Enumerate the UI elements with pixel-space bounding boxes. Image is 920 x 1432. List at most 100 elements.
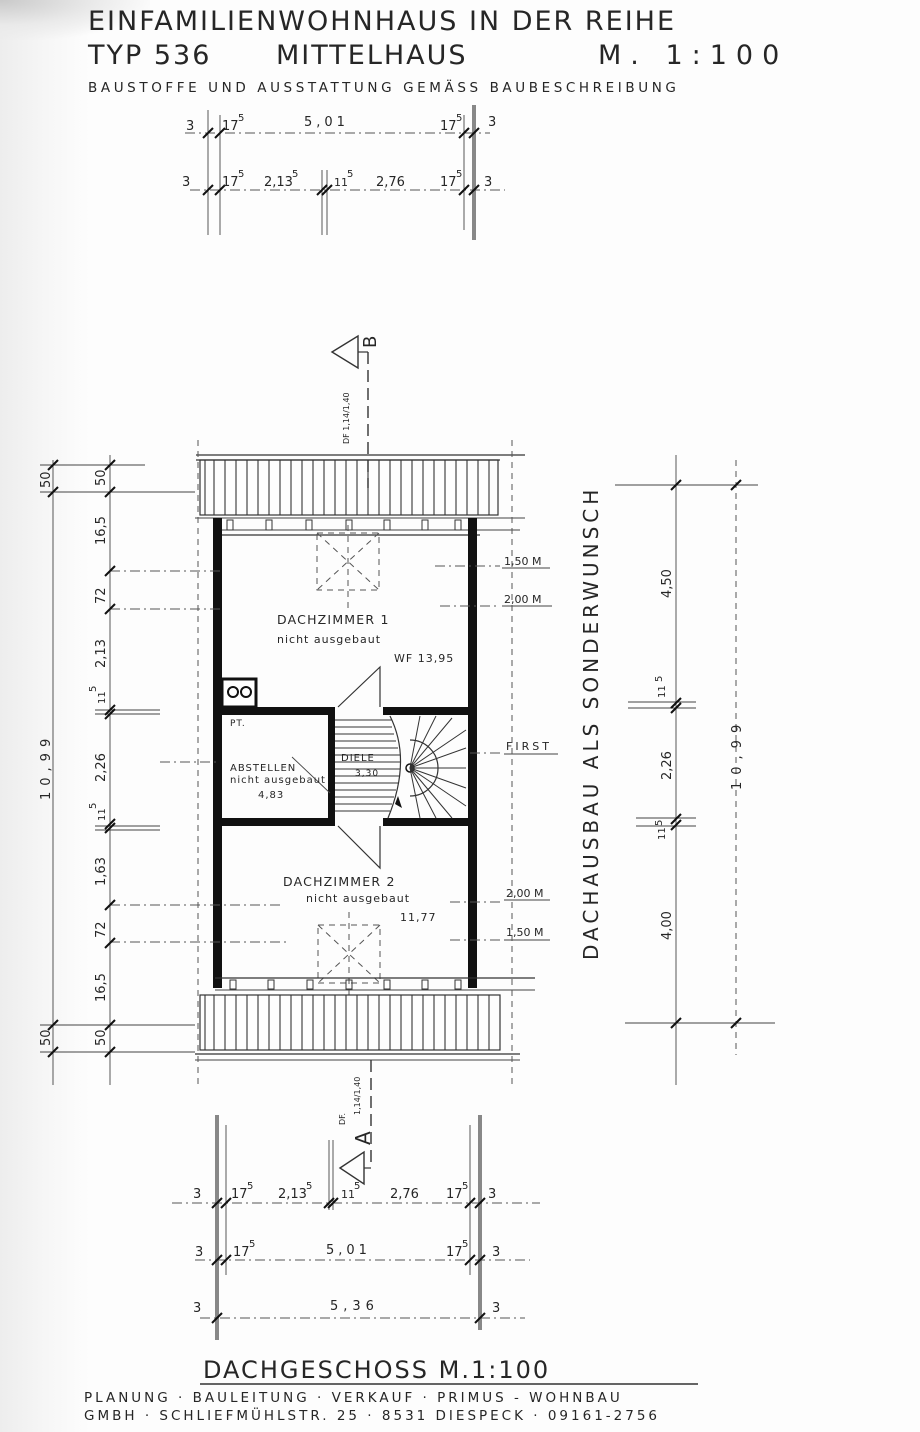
dim-text: 17 xyxy=(222,119,239,134)
dachausbau-label: DACHAUSBAU ALS SONDERWUNSCH xyxy=(579,486,603,960)
dim-text: 2,13 xyxy=(278,1187,307,1202)
dim-text: 2,76 xyxy=(376,175,405,190)
dim-sup: 5 xyxy=(238,113,244,124)
dim-sup: 5 xyxy=(88,686,99,692)
room-area: WF 13,95 xyxy=(394,652,454,665)
dim-sup: 5 xyxy=(654,676,665,682)
stair-direction-arrow-icon xyxy=(395,796,402,808)
height-marks: 1,50 M 2,00 M FIRST 2,00 M 1,50 M xyxy=(110,555,558,943)
dim-text: 3 xyxy=(492,1245,500,1260)
dim-text: 3 xyxy=(193,1187,201,1202)
dim-text: 50 xyxy=(94,1029,109,1046)
dim-text: 17 xyxy=(222,175,239,190)
dim-text: 11 xyxy=(657,685,668,698)
dim-text: 2,13 xyxy=(94,639,109,668)
staircase xyxy=(291,665,467,870)
skylight-bottom xyxy=(317,912,381,1000)
bottom-dimensions: 3 17 5 2,13 5 11 5 2,76 17 5 3 3 17 5 5,… xyxy=(172,1115,540,1340)
dim-text: 50 xyxy=(39,1029,54,1046)
room-name-abstellen: ABSTELLEN xyxy=(230,763,296,774)
dim-sup: 5 xyxy=(249,1239,255,1250)
dim-text: 11 xyxy=(334,176,348,189)
dim-text: 3 xyxy=(186,119,194,134)
footer: DACHGESCHOSS M.1:100 PLANUNG · BAULEITUN… xyxy=(84,1356,698,1424)
dim-text: 17 xyxy=(233,1245,250,1260)
dim-sup: 5 xyxy=(456,113,462,124)
eaves-top xyxy=(195,454,525,536)
room-code: PT. xyxy=(230,719,246,729)
dim-text: 5,01 xyxy=(326,1243,371,1258)
dim-text: 3 xyxy=(484,175,492,190)
dim-text: 17 xyxy=(446,1245,463,1260)
scan-corner-shadow xyxy=(0,0,150,40)
paper-shadow xyxy=(0,0,90,1432)
dim-text: 4,00 xyxy=(660,911,675,940)
dim-text: 3 xyxy=(195,1245,203,1260)
room-status: nicht ausgebaut xyxy=(277,633,381,646)
dim-text: 17 xyxy=(231,1187,248,1202)
dim-text: 3 xyxy=(488,115,496,130)
dim-text: 11 xyxy=(97,691,108,704)
eaves-bottom xyxy=(195,440,535,1085)
dim-text: 3 xyxy=(488,1187,496,1202)
height-label: 2,00 M xyxy=(506,887,543,900)
dim-text: 2,13 xyxy=(264,175,293,190)
dim-text: 3 xyxy=(492,1301,500,1316)
dim-text: 10,99 xyxy=(730,718,745,790)
dim-text: 2,76 xyxy=(390,1187,419,1202)
section-letter: B xyxy=(360,336,381,348)
dim-text: 72 xyxy=(94,921,109,938)
company-line-1: PLANUNG · BAULEITUNG · VERKAUF · PRIMUS … xyxy=(84,1390,623,1406)
dim-sup: 5 xyxy=(462,1181,468,1192)
left-dimensions: 50 10,99 50 50 16,5 72 2,13 11 5 2,26 11… xyxy=(39,455,195,1085)
header: EINFAMILIENWOHNHAUS IN DER REIHE TYP 536… xyxy=(87,6,788,96)
dim-text: 50 xyxy=(39,471,54,488)
room-area: 11,77 xyxy=(400,911,437,924)
section-note: DF. xyxy=(338,1113,347,1125)
room-status: nicht ausgebaut xyxy=(306,892,410,905)
top-dimensions: 3 17 5 5,01 17 5 3 3 17 5 2,13 5 11 5 2,… xyxy=(182,105,505,240)
dim-text: 2,26 xyxy=(660,751,675,780)
room-area: 3,30 xyxy=(355,769,379,779)
room-name-dachzimmer-2: DACHZIMMER 2 xyxy=(283,874,396,889)
dim-text: 50 xyxy=(94,469,109,486)
section-note: 1,14/1,40 xyxy=(353,1077,362,1115)
dim-text: 17 xyxy=(446,1187,463,1202)
right-side: DACHAUSBAU ALS SONDERWUNSCH 4,50 11 5 2,… xyxy=(579,455,775,1085)
dim-text: 3 xyxy=(193,1301,201,1316)
dim-text: 11 xyxy=(657,827,668,840)
title-type: TYP 536 xyxy=(87,40,211,71)
title-scale: M. 1:100 xyxy=(598,40,788,71)
dim-sup: 5 xyxy=(306,1181,312,1192)
subtitle: BAUSTOFFE UND AUSSTATTUNG GEMÄSS BAUBESC… xyxy=(88,78,679,96)
dim-text: 17 xyxy=(440,175,457,190)
dim-sup: 5 xyxy=(292,169,298,180)
dim-text: 1,63 xyxy=(94,857,109,886)
height-label: 1,50 M xyxy=(506,926,543,939)
dim-text: 16,5 xyxy=(94,516,109,545)
dim-text: 11 xyxy=(341,1188,355,1201)
section-letter: A xyxy=(351,1131,375,1145)
dim-sup: 5 xyxy=(462,1239,468,1250)
dim-text: 72 xyxy=(94,587,109,604)
room-name-dachzimmer-1: DACHZIMMER 1 xyxy=(277,612,390,627)
dim-text: 17 xyxy=(440,119,457,134)
dim-text: 16,5 xyxy=(94,973,109,1002)
dim-sup: 5 xyxy=(354,1181,360,1192)
skylight-top xyxy=(316,525,380,610)
section-note: DF 1,14/1,40 xyxy=(342,392,351,444)
first-label: FIRST xyxy=(506,740,552,753)
dim-text: 4,50 xyxy=(660,569,675,598)
dim-sup: 5 xyxy=(347,169,353,180)
section-arrow-icon xyxy=(330,334,359,370)
dim-text: 5,36 xyxy=(330,1299,379,1314)
section-marker-a: A DF. 1,14/1,40 xyxy=(338,1060,375,1186)
dim-sup: 5 xyxy=(654,820,665,826)
title-line-1: EINFAMILIENWOHNHAUS IN DER REIHE xyxy=(88,6,676,37)
height-label: 2,00 M xyxy=(504,593,541,606)
room-labels: DACHZIMMER 1 nicht ausgebaut WF 13,95 PT… xyxy=(230,612,454,924)
dim-text: 3 xyxy=(182,175,190,190)
room-status: nicht ausgebaut xyxy=(230,775,326,786)
dim-sup: 5 xyxy=(88,803,99,809)
